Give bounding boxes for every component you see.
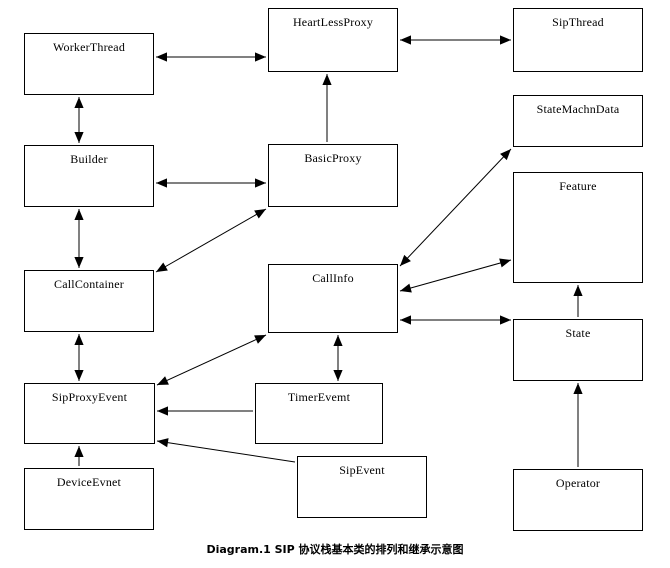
class-node-label: HeartLessProxy — [292, 15, 374, 29]
class-node-workerthread[interactable]: WorkerThread — [24, 33, 154, 95]
class-node-sipproxyevent[interactable]: SipProxyEvent — [24, 383, 155, 444]
class-node-operator[interactable]: Operator — [513, 469, 643, 531]
arrowhead-start-icon — [74, 209, 84, 220]
class-node-feature[interactable]: Feature — [513, 172, 643, 283]
edge-line — [399, 148, 512, 267]
class-node-sipthread[interactable]: SipThread — [513, 8, 643, 72]
arrowhead-end-icon — [333, 370, 343, 381]
arrowhead-start-icon — [74, 334, 84, 345]
arrowhead-start-icon — [400, 315, 411, 325]
class-node-sipevent[interactable]: SipEvent — [297, 456, 427, 518]
arrowhead-end-icon — [499, 258, 511, 268]
arrowhead-end-icon — [254, 335, 266, 344]
edge-operator-state — [573, 383, 583, 467]
edge-callinfo-state — [400, 315, 511, 325]
edge-callinfo-statemachndata — [399, 148, 512, 267]
arrowhead-start-icon — [156, 52, 167, 62]
edge-callinfo-feature — [399, 258, 512, 293]
arrowhead-end-icon — [573, 285, 583, 296]
class-node-callcontainer[interactable]: CallContainer — [24, 270, 154, 332]
arrowhead-end-icon — [74, 370, 84, 381]
edge-line — [399, 259, 512, 292]
arrowhead-start-icon — [74, 97, 84, 108]
arrowhead-start-icon — [333, 335, 343, 346]
arrowhead-start-icon — [156, 262, 168, 272]
edge-line — [155, 208, 267, 273]
class-node-label: DeviceEvnet — [56, 475, 122, 489]
arrowhead-end-icon — [157, 406, 168, 416]
edge-line — [156, 334, 267, 386]
arrowhead-end-icon — [322, 74, 332, 85]
class-node-label: Builder — [70, 152, 108, 166]
class-node-builder[interactable]: Builder — [24, 145, 154, 207]
class-node-label: SipThread — [552, 15, 604, 29]
class-node-heartlessproxy[interactable]: HeartLessProxy — [268, 8, 398, 72]
class-node-label: CallInfo — [312, 271, 354, 285]
edge-basicproxy-heartlessproxy — [322, 74, 332, 142]
edge-builder-callcontainer — [74, 209, 84, 268]
arrowhead-end-icon — [500, 149, 511, 161]
arrowhead-end-icon — [255, 52, 266, 62]
class-node-deviceevnet[interactable]: DeviceEvnet — [24, 468, 154, 530]
arrowhead-start-icon — [400, 283, 412, 293]
arrowhead-end-icon — [74, 132, 84, 143]
class-node-label: State — [565, 326, 591, 340]
arrowhead-start-icon — [400, 254, 411, 266]
class-node-label: TimerEvemt — [287, 390, 351, 404]
edge-heartlessproxy-sipthread — [400, 35, 511, 45]
edge-line — [156, 440, 296, 463]
arrowhead-end-icon — [74, 257, 84, 268]
edge-callinfo-timerevemt — [333, 335, 343, 381]
figure-caption: Diagram.1 SIP 协议栈基本类的排列和继承示意图 — [206, 543, 464, 556]
class-node-state[interactable]: State — [513, 319, 643, 381]
edge-workerthread-heartlessproxy — [156, 52, 266, 62]
arrowhead-end-icon — [74, 446, 84, 457]
class-node-label: CallContainer — [54, 277, 124, 291]
arrowhead-end-icon — [500, 35, 511, 45]
arrowhead-start-icon — [400, 35, 411, 45]
edge-deviceevnet-sipproxyevent — [74, 446, 84, 466]
edge-builder-basicproxy — [156, 178, 266, 188]
class-node-statemachndata[interactable]: StateMachnData — [513, 95, 643, 147]
edge-sipevent-sipproxyevent — [156, 438, 296, 463]
class-node-label: Feature — [559, 179, 597, 193]
arrowhead-end-icon — [500, 315, 511, 325]
class-node-label: Operator — [555, 476, 601, 490]
class-node-callinfo[interactable]: CallInfo — [268, 264, 398, 333]
class-node-label: SipEvent — [339, 463, 385, 477]
edge-callcontainer-sipproxyevent — [74, 334, 84, 381]
class-node-label: BasicProxy — [304, 151, 362, 165]
class-node-basicproxy[interactable]: BasicProxy — [268, 144, 398, 207]
edge-state-feature — [573, 285, 583, 317]
edge-sipproxyevent-callinfo — [156, 334, 267, 386]
class-node-label: SipProxyEvent — [51, 390, 128, 404]
arrowhead-end-icon — [573, 383, 583, 394]
arrowhead-end-icon — [254, 209, 266, 219]
class-node-label: StateMachnData — [536, 102, 620, 116]
class-node-timerevemt[interactable]: TimerEvemt — [255, 383, 383, 444]
arrowhead-end-icon — [255, 178, 266, 188]
class-node-label: WorkerThread — [52, 40, 126, 54]
arrowhead-start-icon — [156, 178, 167, 188]
edge-callcontainer-basicproxy — [155, 208, 267, 273]
arrowhead-end-icon — [157, 438, 169, 448]
edge-timerevemt-sipproxyevent — [157, 406, 253, 416]
arrowhead-start-icon — [157, 376, 169, 385]
edge-workerthread-builder — [74, 97, 84, 143]
